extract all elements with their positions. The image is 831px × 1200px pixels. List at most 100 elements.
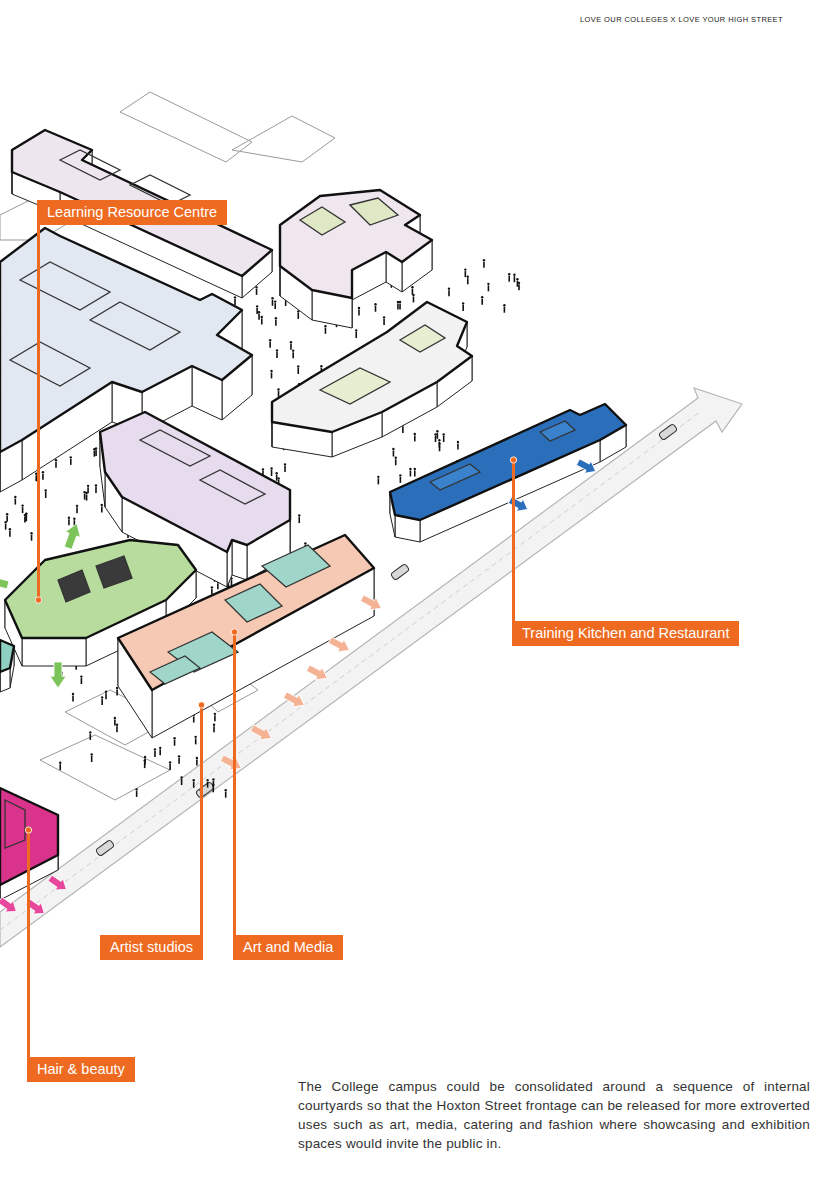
callout-text: Hair & beauty [37,1061,125,1078]
leader-dot [198,702,204,708]
person-figure [83,491,85,500]
person-figure [89,731,91,740]
callout-label: Artist studios [100,935,203,960]
person-figure [411,286,413,295]
caption-text: The College campus could be consolidated… [298,1077,810,1153]
person-figure [194,736,196,745]
callout-text: Learning Resource Centre [47,204,217,221]
person-figure [383,316,385,325]
callout-text: Training Kitchen and Restaurant [522,625,729,642]
person-figure [95,484,97,493]
college-building [280,190,432,328]
person-figure [355,329,357,338]
leader-lines [25,225,516,1057]
person-figure [399,301,401,310]
leader-dot [510,457,516,463]
person-figure [270,370,272,379]
person-figure [256,305,258,314]
person-figure [213,724,215,733]
person-figure [483,259,485,268]
person-figure [105,691,107,700]
person-figure [116,687,118,696]
person-figure [76,505,78,514]
person-figure [14,496,16,505]
person-figure [24,514,26,523]
block-arrow [327,634,353,657]
person-figure [324,325,326,334]
callout-label: Hair & beauty [27,1057,135,1082]
person-figure [59,761,61,770]
person-figure [438,439,440,448]
person-figure [212,784,214,793]
art-and-media-building [118,535,374,738]
person-figure [271,297,273,306]
callout-label: Art and Media [233,935,343,960]
person-figure [6,513,8,522]
person-figure [90,753,92,762]
person-figure [275,472,277,481]
block-arrow [46,872,70,895]
person-figure [274,300,276,309]
person-figure [101,504,103,513]
person-figure [193,779,195,788]
person-figure [292,349,294,358]
person-figure [173,737,175,746]
leader-line [37,225,40,600]
person-figure [457,441,459,450]
car-symbol [658,423,677,440]
person-figure [414,433,416,442]
plan-outline [40,735,170,800]
person-figure [284,463,286,472]
person-figure [214,713,216,722]
leader-line [233,632,236,935]
person-figure [30,532,32,541]
block-arrow [507,494,531,516]
person-figure [275,317,277,326]
person-figure [503,304,505,313]
person-figure [438,443,440,452]
block-arrow [50,662,66,688]
leader-dot [25,827,31,833]
person-figure [55,459,57,468]
callout-text: Art and Media [243,939,333,956]
person-figure [143,759,145,768]
leader-dot [231,629,237,635]
person-figure [392,448,394,457]
person-figure [448,287,450,296]
leader-line [200,705,203,935]
person-figure [487,283,489,292]
person-figure [116,723,118,732]
person-figure [397,301,399,310]
car-symbol [95,839,114,856]
person-figure [297,365,299,374]
block-arrow [0,894,20,917]
person-figure [206,779,208,788]
car-symbol [195,781,214,798]
person-figure [80,675,82,684]
block-arrow [575,456,599,478]
person-figure [42,471,44,480]
person-figure [258,311,260,320]
person-figure [481,296,483,305]
person-figure [72,693,74,702]
person-figure [85,492,87,501]
frontage-arrows [0,456,599,919]
person-figure [101,696,103,705]
person-figure [395,457,397,466]
person-figure [114,717,116,726]
person-figure [180,776,182,785]
block-arrow [282,689,308,712]
person-figure [4,521,6,530]
callout-label: Training Kitchen and Restaurant [512,621,739,646]
person-figure [178,755,180,764]
person-figure [298,514,300,523]
car-symbol [390,563,409,580]
person-figure [21,504,23,513]
person-figure [412,294,414,303]
leader-dot [35,597,41,603]
person-figure [225,789,227,798]
person-figure [377,476,379,485]
person-figure [434,433,436,442]
